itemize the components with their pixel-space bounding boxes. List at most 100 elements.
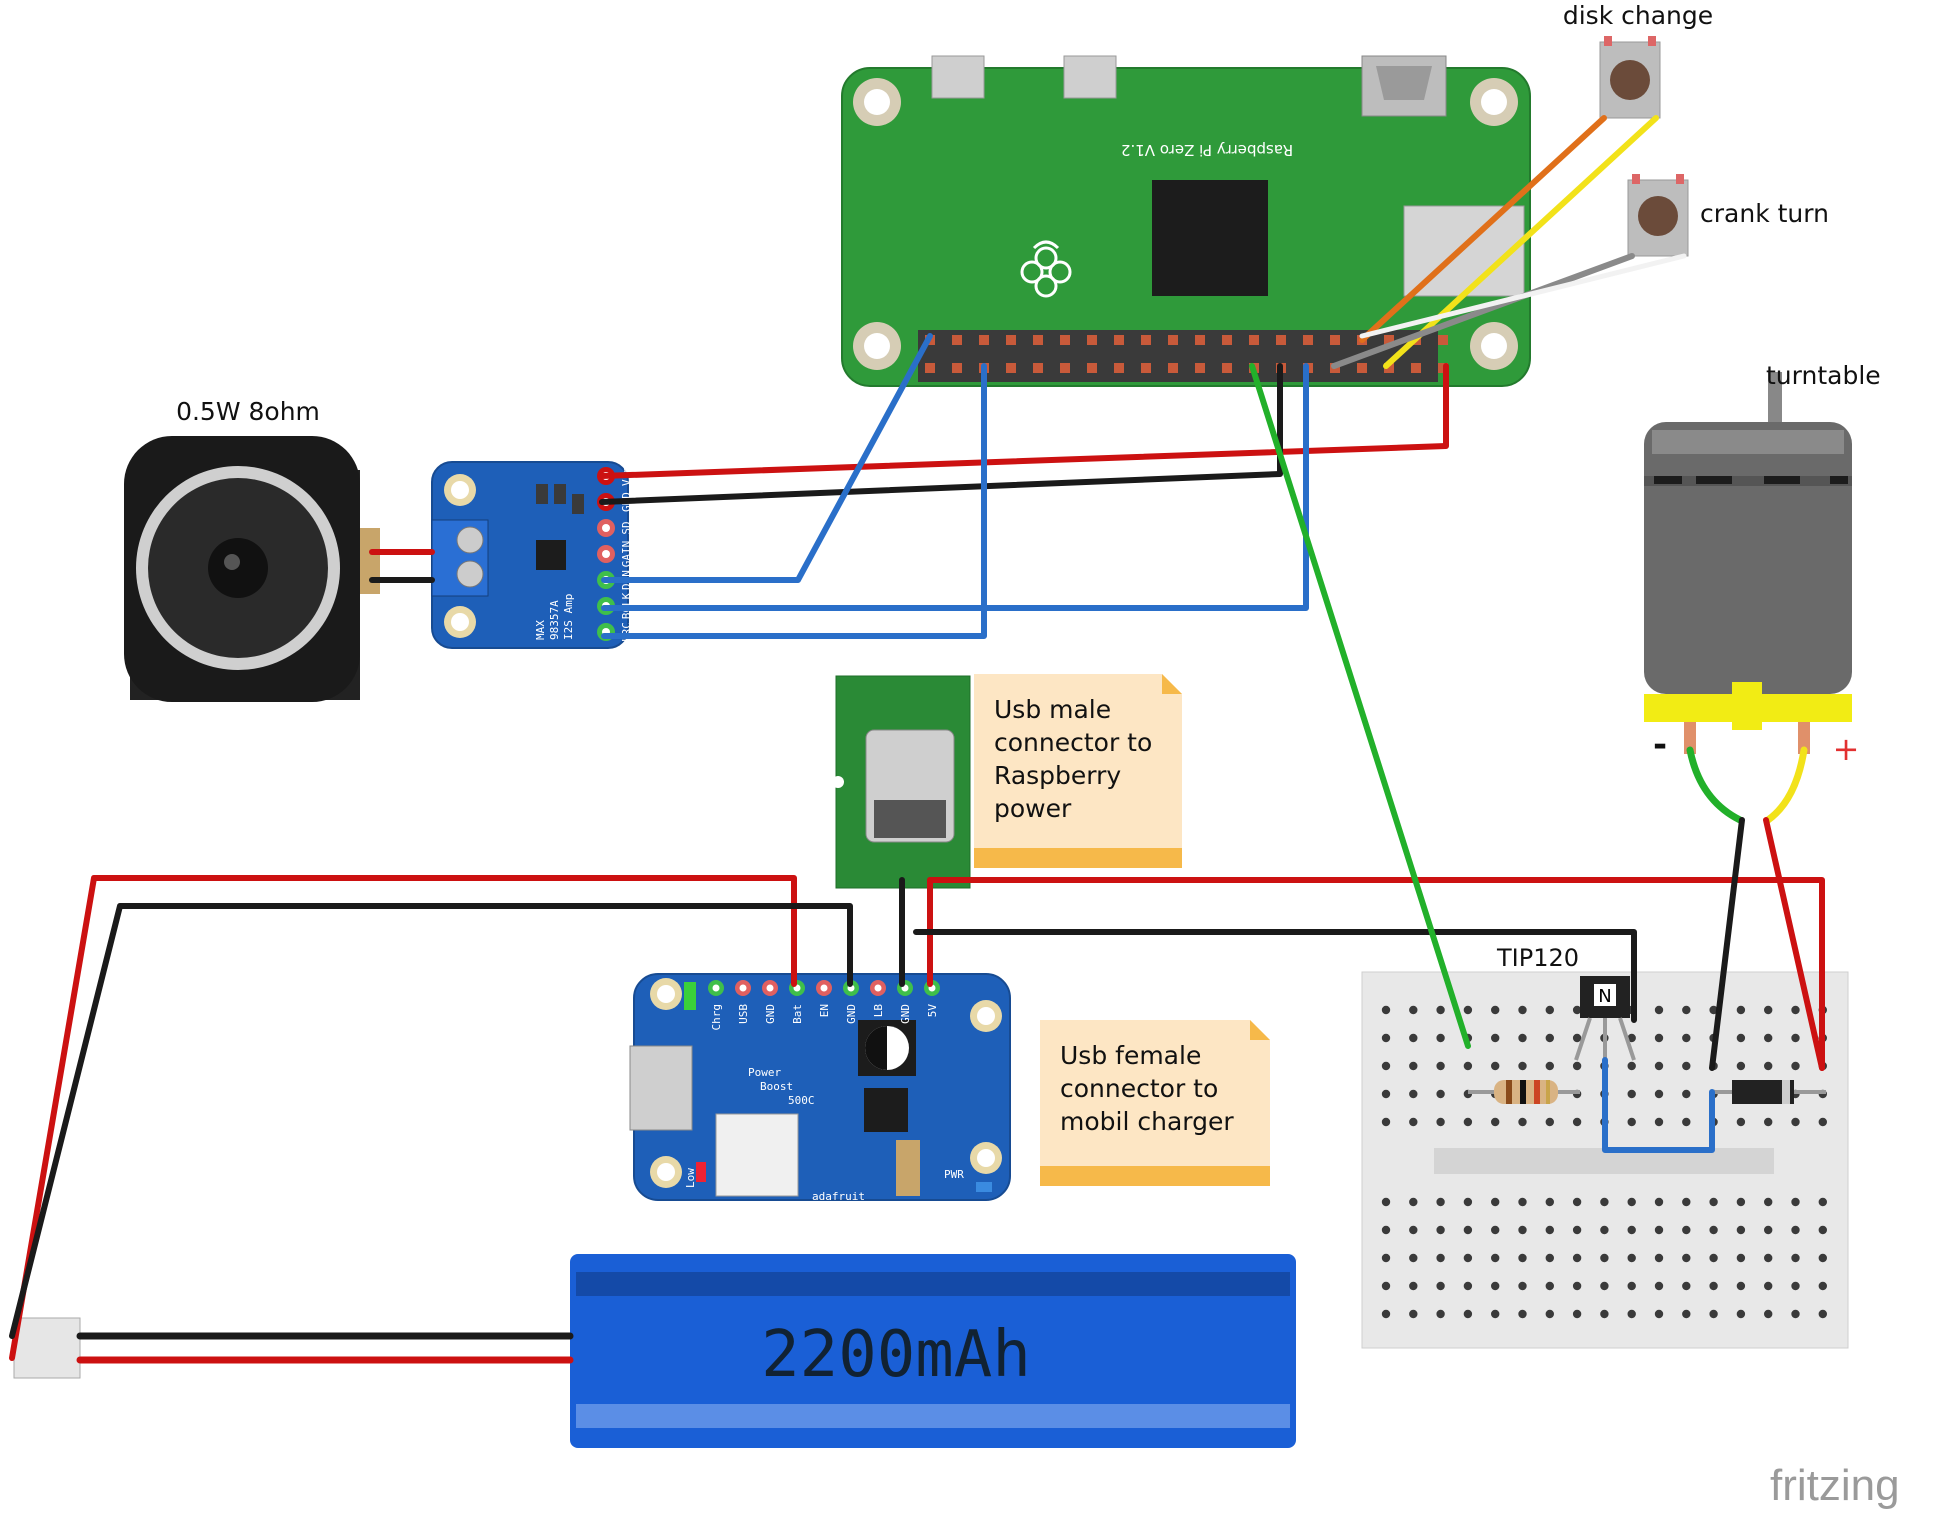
breadboard-hole [1545,1033,1555,1043]
breadboard-hole [1627,1061,1636,1071]
wire-motor-red [927,877,1825,1071]
breadboard-hole [1572,1117,1582,1127]
wire-motor-black [1709,817,1745,1071]
usb-male-breakout [832,675,971,889]
breadboard-hole [1409,1005,1418,1015]
pb-pin-label: Chrg [710,1004,723,1031]
wire-lrc-blue [601,363,987,639]
pb-name-line: 500C [788,1094,815,1107]
gpio-pin [1195,363,1205,373]
breadboard-hole [1491,1061,1500,1071]
pb-pin-hole [739,984,747,992]
gpio-pin [979,335,989,345]
wire-gpio-green [1249,363,1471,1049]
speaker [124,436,380,702]
breadboard-hole [1545,1005,1555,1015]
breadboard-hole [1572,1281,1582,1291]
wire-motor-green [1686,746,1744,824]
breadboard-hole [1518,1005,1527,1015]
breadboard-hole [1409,1117,1418,1127]
breadboard-hole [1463,1225,1473,1235]
breadboard-hole [1736,1225,1746,1235]
breadboard-hole [1682,1089,1691,1099]
breadboard-hole [1463,1253,1473,1263]
amp-pin-hole [602,524,610,532]
breadboard-hole [1818,1197,1828,1207]
breadboard-hole [1600,1197,1609,1207]
breadboard-hole [1682,1281,1691,1291]
amp-pin-label: SD [620,521,633,534]
breadboard-hole [1600,1309,1609,1319]
breadboard-hole [1627,1253,1636,1263]
wire-amp-gnd-black [599,363,1283,505]
breadboard-hole [1518,1309,1527,1319]
breadboard-hole [1682,1253,1691,1263]
breadboard-hole [1463,1005,1473,1015]
breadboard-hole [1682,1117,1691,1127]
breadboard-hole [1572,1309,1582,1319]
breadboard-hole [1409,1225,1418,1235]
pi-silkscreen: Raspberry Pi Zero V1.2 [1121,141,1293,159]
note-usb-male: Usb male connector to Raspberry power [974,674,1182,868]
pb-brand: adafruit [812,1190,865,1203]
breadboard-hole [1791,1061,1800,1071]
breadboard-hole [1818,1309,1828,1319]
breadboard-hole [1381,1005,1391,1015]
gpio-pin [1195,335,1205,345]
breadboard-hole [1518,1061,1527,1071]
breadboard-hole [1764,1197,1773,1207]
breadboard-hole [1381,1061,1391,1071]
breadboard-hole [1381,1197,1391,1207]
breadboard-hole [1791,1225,1800,1235]
breadboard-hole [1381,1117,1391,1127]
breadboard-hole [1627,1117,1636,1127]
breadboard-hole [1463,1117,1473,1127]
note-usb-female: Usb female connector to mobil charger [1040,1020,1270,1186]
breadboard-hole [1627,1033,1636,1043]
breadboard-hole [1463,1309,1473,1319]
breadboard-hole [1381,1089,1391,1099]
wire-btn-yellow [1383,115,1659,369]
breadboard-hole [1682,1197,1691,1207]
note-usb-male-line: connector to [994,728,1152,757]
breadboard-hole [1381,1281,1391,1291]
breadboard-hole [1709,1225,1718,1235]
gpio-pin [1222,363,1232,373]
breadboard-hole [1654,1117,1664,1127]
wire-bat-black [9,903,853,1339]
breadboard-hole [1736,1281,1746,1291]
breadboard-hole [1600,1253,1609,1263]
breadboard-hole [1736,1253,1746,1263]
gpio-pin [1060,335,1070,345]
breadboard-hole [1764,1281,1773,1291]
breadboard-hole [1572,1033,1582,1043]
pb-pin-label: GND [764,1004,777,1024]
breadboard-hole [1764,1061,1773,1071]
breadboard-hole [1381,1253,1391,1263]
crank-turn-button [1627,174,1689,257]
breadboard-hole [1409,1061,1418,1071]
breadboard-hole [1682,1005,1691,1015]
breadboard-hole [1491,1005,1500,1015]
breadboard-hole [1600,1281,1609,1291]
gpio-pin [1303,335,1313,345]
breadboard-hole [1682,1061,1691,1071]
breadboard-hole [1709,1005,1718,1015]
breadboard-hole [1409,1309,1418,1319]
breadboard-hole [1736,1033,1746,1043]
gpio-pin [1330,335,1340,345]
label-motor-plus: + [1833,730,1860,768]
breadboard-hole [1736,1061,1746,1071]
note-usb-female-line: connector to [1060,1074,1218,1103]
breadboard-hole [1491,1309,1500,1319]
breadboard-hole [1518,1033,1527,1043]
amp-pin-label: GAIN [620,541,633,568]
breadboard-hole [1791,1309,1800,1319]
breadboard-hole [1491,1225,1500,1235]
pb-pin-label: USB [737,1004,750,1024]
pb-pin-hole [874,984,882,992]
breadboard-hole [1791,1197,1800,1207]
breadboard-hole [1436,1089,1445,1099]
breadboard-hole [1545,1061,1555,1071]
